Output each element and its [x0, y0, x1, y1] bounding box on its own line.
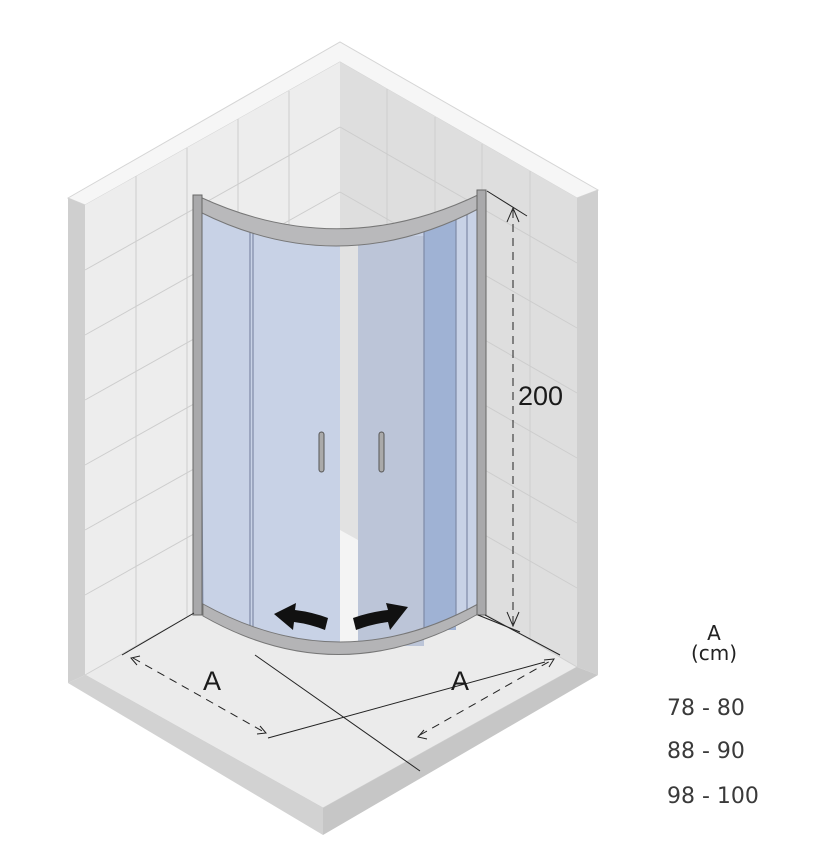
legend-size: 98 - 100 — [667, 784, 759, 809]
left-door-handle — [318, 431, 325, 473]
legend-header-letter: A — [707, 621, 721, 645]
slide-right-arrow-icon — [353, 603, 408, 630]
right-wall-edge — [577, 190, 598, 675]
floor-edge-left — [68, 675, 323, 835]
glass-dark-strip — [424, 220, 456, 630]
width-dimensions — [121, 612, 561, 772]
height-label: 200 — [518, 381, 563, 411]
slide-left-arrow-icon — [274, 603, 328, 630]
legend-size: 88 - 90 — [667, 739, 745, 764]
width-label-right: A — [451, 666, 469, 696]
left-wall-edge — [68, 198, 85, 683]
width-label-left: A — [203, 666, 221, 696]
left-post — [192, 194, 203, 616]
size-legend: A (cm) 78 - 80 88 - 90 98 - 100 — [667, 621, 759, 809]
height-dimension — [477, 190, 528, 633]
right-post — [476, 189, 487, 616]
floor-through-gap — [340, 530, 358, 652]
floor-edge-right — [323, 667, 598, 835]
legend-header-unit: (cm) — [691, 641, 737, 665]
legend-size: 78 - 80 — [667, 696, 745, 721]
panel-edges — [249, 206, 468, 632]
right-door-handle — [378, 431, 385, 473]
glass-mid-strip — [358, 236, 424, 646]
